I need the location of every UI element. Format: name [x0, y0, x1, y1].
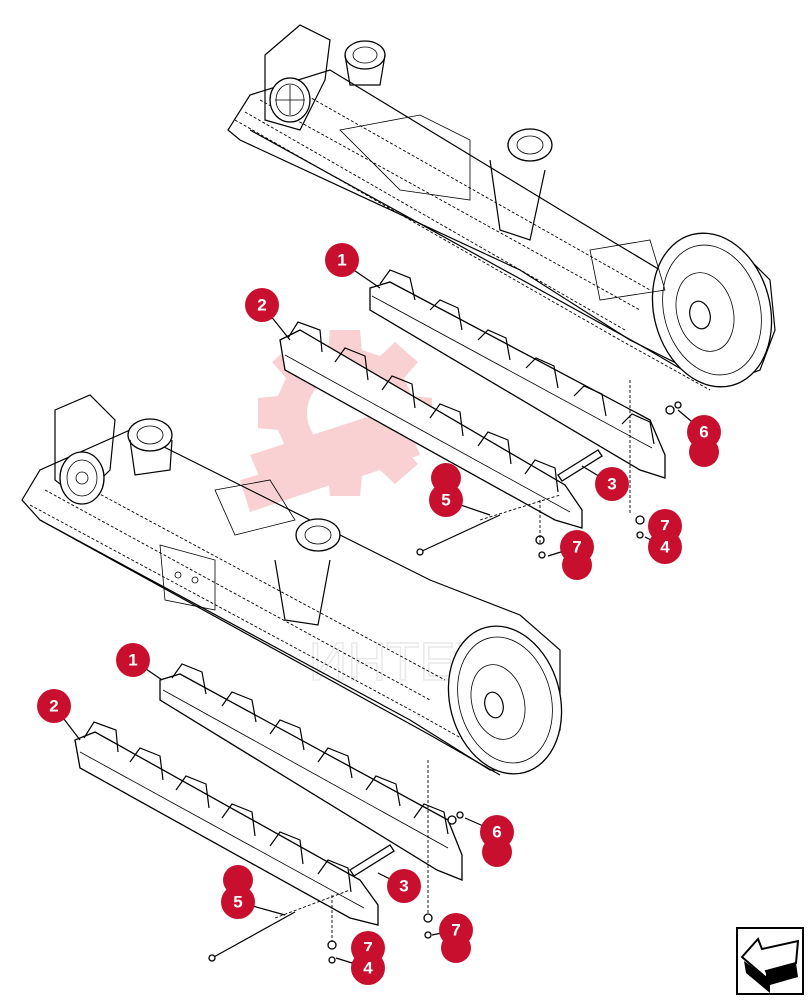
- lower-pin-3: [349, 844, 395, 877]
- callout-7-lower-right: 7: [439, 913, 473, 963]
- lower-rear-hub: [54, 394, 116, 505]
- callout-1-lower: 1: [116, 643, 150, 677]
- callout-7-lower-right-label: 7: [451, 921, 460, 940]
- callout-5-lower-label: 5: [233, 893, 242, 912]
- callout-2-upper: 2: [245, 288, 279, 322]
- callout-4-upper: 4: [648, 530, 682, 564]
- upper-carrier-roller-2: [489, 128, 553, 241]
- callout-6-upper-label: 6: [699, 423, 708, 442]
- upper-roller-guard-2: [279, 321, 583, 529]
- upper-washers: [535, 401, 682, 559]
- upper-long-bolt-5: [416, 514, 501, 556]
- lower-roller-guard-1: [159, 663, 463, 881]
- callout-4-lower: 4: [351, 951, 385, 985]
- callout-4-lower-label: 4: [363, 959, 373, 978]
- upper-track-frame: [227, 24, 776, 391]
- upper-roller-guard-1: [369, 269, 666, 479]
- callout-3-lower: 3: [387, 869, 421, 903]
- upper-carrier-roller-1: [344, 40, 386, 86]
- lower-long-bolt-5: [208, 911, 296, 962]
- upper-pin-3: [557, 449, 603, 482]
- callout-1-lower-label: 1: [128, 651, 137, 670]
- callout-2-upper-label: 2: [257, 296, 266, 315]
- callout-7-upper-right-label: 7: [660, 517, 669, 536]
- lower-track-frame: [21, 394, 563, 776]
- upper-rear-hub: [264, 24, 331, 131]
- callout-2-lower-label: 2: [49, 697, 58, 716]
- lower-carrier-roller-2: [274, 518, 341, 626]
- callout-2-lower: 2: [37, 689, 71, 723]
- callout-5-lower: 5: [221, 865, 255, 919]
- callout-7-upper-left: 7: [560, 530, 594, 580]
- lower-carrier-roller-1: [127, 418, 173, 476]
- callout-5-upper: 5: [429, 463, 463, 517]
- lower-leader-dash-c: [274, 889, 351, 919]
- callout-4-upper-label: 4: [660, 538, 670, 557]
- lower-roller-guard-2: [74, 721, 379, 926]
- upper-idler-wheel: [651, 232, 773, 388]
- callout-6-lower-label: 6: [492, 823, 501, 842]
- callout-7-lower-left-label: 7: [363, 939, 372, 958]
- lower-washers: [327, 811, 464, 964]
- callout-3-upper: 3: [595, 467, 629, 501]
- upper-leader-dash-c: [479, 494, 561, 521]
- callout-1-upper: 1: [325, 243, 359, 277]
- next-page-arrow-icon[interactable]: [736, 927, 804, 995]
- callout-1-upper-label: 1: [337, 251, 346, 270]
- callout-3-lower-label: 3: [399, 877, 408, 896]
- lower-idler-wheel: [447, 625, 563, 775]
- callout-5-upper-label: 5: [441, 491, 450, 510]
- callout-7-upper-left-label: 7: [572, 538, 581, 557]
- callout-6-lower: 6: [480, 815, 514, 867]
- callout-3-upper-label: 3: [607, 475, 616, 494]
- callout-6-upper: 6: [687, 415, 721, 467]
